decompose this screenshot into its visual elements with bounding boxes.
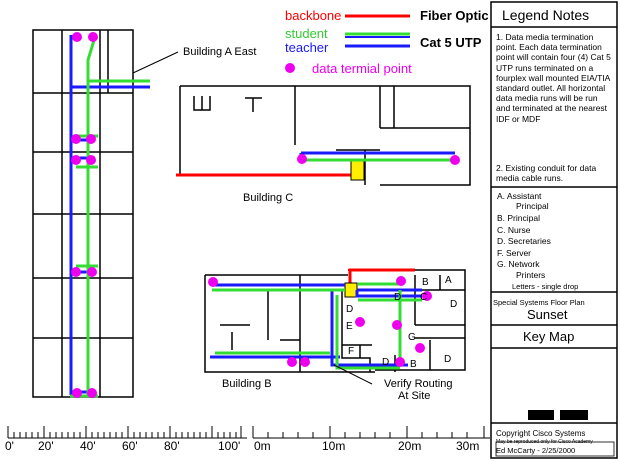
school-name: Sunset xyxy=(527,307,568,322)
room-letter: F xyxy=(348,346,355,357)
building-c-data-points xyxy=(297,154,460,165)
building-b-teacher-run xyxy=(210,283,422,367)
legend-data-point-label: data termial point xyxy=(312,61,412,76)
room-letter: B xyxy=(422,277,429,288)
room-letter: A xyxy=(445,275,452,286)
room-letter: D xyxy=(450,299,458,310)
data-point xyxy=(396,276,406,286)
verify-routing-label-2: At Site xyxy=(398,390,431,402)
legend-data-point-dot xyxy=(285,63,295,73)
room-key-item: G. Network xyxy=(497,259,540,269)
room-letter: D xyxy=(382,357,390,368)
building-a-teacher-run xyxy=(69,35,150,395)
building-c-label: Building C xyxy=(243,192,294,204)
legend-fiber-optic-label: Fiber Optic xyxy=(420,8,489,23)
meter-scale-label: 20m xyxy=(398,439,422,453)
building-c-outlet xyxy=(350,159,365,181)
building-b-label: Building B xyxy=(222,378,272,390)
room-letter: E xyxy=(346,321,353,332)
building-a-outline xyxy=(32,29,134,398)
author: Ed McCarty - 2/25/2000 xyxy=(496,446,576,455)
building-a-label: Building A East xyxy=(183,46,257,58)
panel-title: Legend Notes xyxy=(502,7,590,23)
feet-scale-label: 80' xyxy=(164,439,180,453)
data-point xyxy=(71,134,81,144)
feet-scale-label: 0' xyxy=(5,439,14,453)
room-letter: D xyxy=(394,292,402,303)
feet-scale-label: 40' xyxy=(80,439,96,453)
meter-scale-label: 10m xyxy=(322,439,346,453)
room-key-item: B. Principal xyxy=(497,213,540,223)
legend-panel-frame xyxy=(490,1,618,459)
panel-note-1: 1. Data media termination point. Each da… xyxy=(496,32,611,124)
data-point xyxy=(208,277,218,287)
floor-plan-title: Special Systems Floor Plan xyxy=(493,298,585,307)
verify-routing-leader xyxy=(333,364,373,385)
meter-scale-label: 30m xyxy=(456,439,480,453)
data-point xyxy=(71,155,81,165)
reproduction-note: May be reproduced only for Cisco Academy xyxy=(496,439,593,445)
feet-scale-label: 100' xyxy=(218,439,241,453)
feet-scale-label: 60' xyxy=(122,439,138,453)
building-c-outline xyxy=(179,85,471,186)
data-point xyxy=(72,388,82,398)
key-map-title: Key Map xyxy=(523,329,575,344)
room-letter: G xyxy=(408,332,416,343)
feet-scale xyxy=(7,426,247,439)
room-key-item: Principal xyxy=(516,201,549,211)
building-c-teacher-run xyxy=(299,151,455,159)
building-a-student-run xyxy=(70,36,150,398)
room-key-item: A. Assistant xyxy=(497,191,542,201)
legend-teacher-label: teacher xyxy=(285,40,329,55)
data-point xyxy=(72,32,82,42)
data-point xyxy=(395,357,405,367)
data-point xyxy=(87,388,97,398)
data-point xyxy=(86,155,96,165)
building-a-label-leader xyxy=(132,51,179,74)
room-letter: B xyxy=(410,359,417,370)
building-b-outlet xyxy=(344,282,358,298)
building-a-data-points xyxy=(71,32,98,398)
legend-cat5-label: Cat 5 UTP xyxy=(420,35,482,50)
data-point xyxy=(287,357,297,367)
meter-scale-label: 0m xyxy=(254,439,271,453)
data-point xyxy=(297,154,307,164)
data-point xyxy=(88,32,98,42)
data-point xyxy=(355,317,365,327)
copyright: Copyright Cisco Systems xyxy=(496,429,586,438)
building-b-student-run xyxy=(212,282,422,370)
data-point xyxy=(300,357,310,367)
data-point xyxy=(422,291,432,301)
room-key-item: C. Nurse xyxy=(497,225,531,235)
room-letter: D xyxy=(444,354,452,365)
verify-routing-label: Verify Routing xyxy=(384,378,453,390)
room-key-item: D. Secretaries xyxy=(497,236,551,246)
meter-scale xyxy=(252,426,490,439)
room-letter: C xyxy=(420,292,428,303)
data-point xyxy=(392,320,402,330)
panel-note-2: 2. Existing conduit for data media cable… xyxy=(496,163,597,184)
feet-scale-label: 20' xyxy=(38,439,54,453)
legend-backbone-label: backbone xyxy=(285,8,342,23)
room-key-item: F. Server xyxy=(497,248,532,258)
letters-note: Letters - single drop xyxy=(512,282,579,291)
data-point xyxy=(415,343,425,353)
data-point xyxy=(86,134,96,144)
data-point xyxy=(87,267,97,277)
data-point xyxy=(450,155,460,165)
key-map-graphic xyxy=(495,410,615,457)
legend-student-label: student xyxy=(285,26,328,41)
room-letter: D xyxy=(346,304,354,315)
data-point xyxy=(71,267,81,277)
room-key-item: Printers xyxy=(516,270,546,280)
building-b-data-points xyxy=(208,276,432,367)
